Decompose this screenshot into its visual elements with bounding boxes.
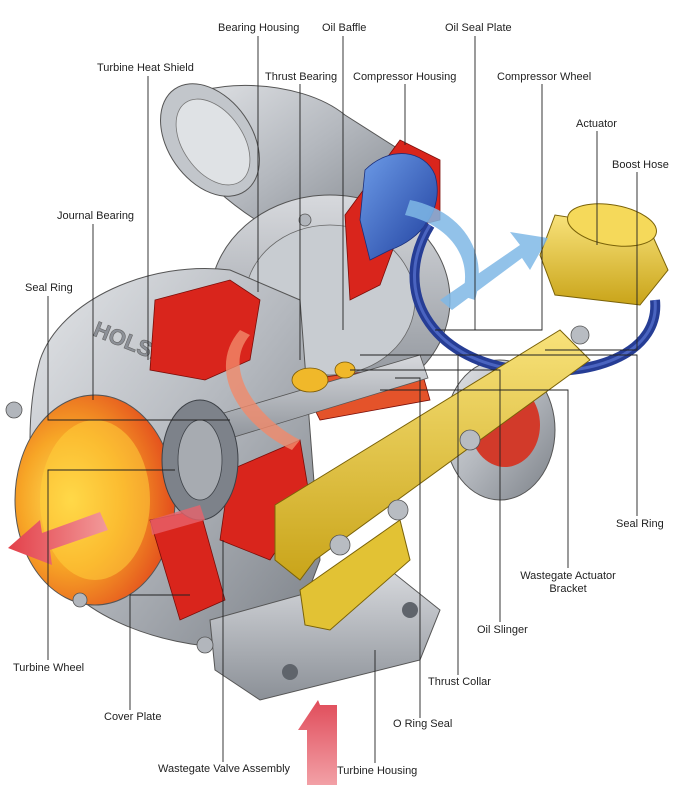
label-actuator: Actuator [576,118,617,130]
label-thrust-bearing: Thrust Bearing [265,71,338,83]
turbine-base-flange [209,569,441,701]
label-oil-baffle: Oil Baffle [322,22,367,34]
label-compressor-housing: Compressor Housing [353,71,457,83]
label-wastegate-valve-assembly: Wastegate Valve Assembly [158,763,291,775]
label-oil-slinger: Oil Slinger [477,624,528,636]
label-turbine-heat-shield: Turbine Heat Shield [97,62,194,74]
label-thrust-collar: Thrust Collar [428,676,491,688]
label-wastegate-actuator-bracket: Wastegate Actuator Bracket [518,570,618,596]
turbine-housing-body: HOLSET [14,268,321,649]
exhaust-arrows [8,330,337,785]
airflow-arrows [405,200,548,310]
label-wastegate-actuator-bracket-line2: Bracket [549,583,587,595]
wastegate-actuator-bracket-shape [274,325,591,631]
label-bearing-housing: Bearing Housing [218,22,300,34]
label-o-ring-seal: O Ring Seal [393,718,453,730]
label-journal-bearing: Journal Bearing [57,210,135,222]
label-boost-hose: Boost Hose [612,159,669,171]
leader-lines [47,36,638,763]
compressor-blue-section [359,153,438,261]
actuator-canister [539,203,669,306]
label-cover-plate: Cover Plate [104,711,162,723]
label-turbine-wheel: Turbine Wheel [13,662,85,674]
label-seal-ring-left: Seal Ring [25,282,73,294]
label-seal-ring-right: Seal Ring [616,518,664,530]
label-wastegate-actuator-bracket-line1: Wastegate Actuator [520,570,616,582]
housing-bolts [5,213,312,654]
label-oil-seal-plate: Oil Seal Plate [445,22,512,34]
turbine-wheel [161,399,239,521]
label-compressor-wheel: Compressor Wheel [497,71,592,83]
label-turbine-housing: Turbine Housing [337,765,418,777]
